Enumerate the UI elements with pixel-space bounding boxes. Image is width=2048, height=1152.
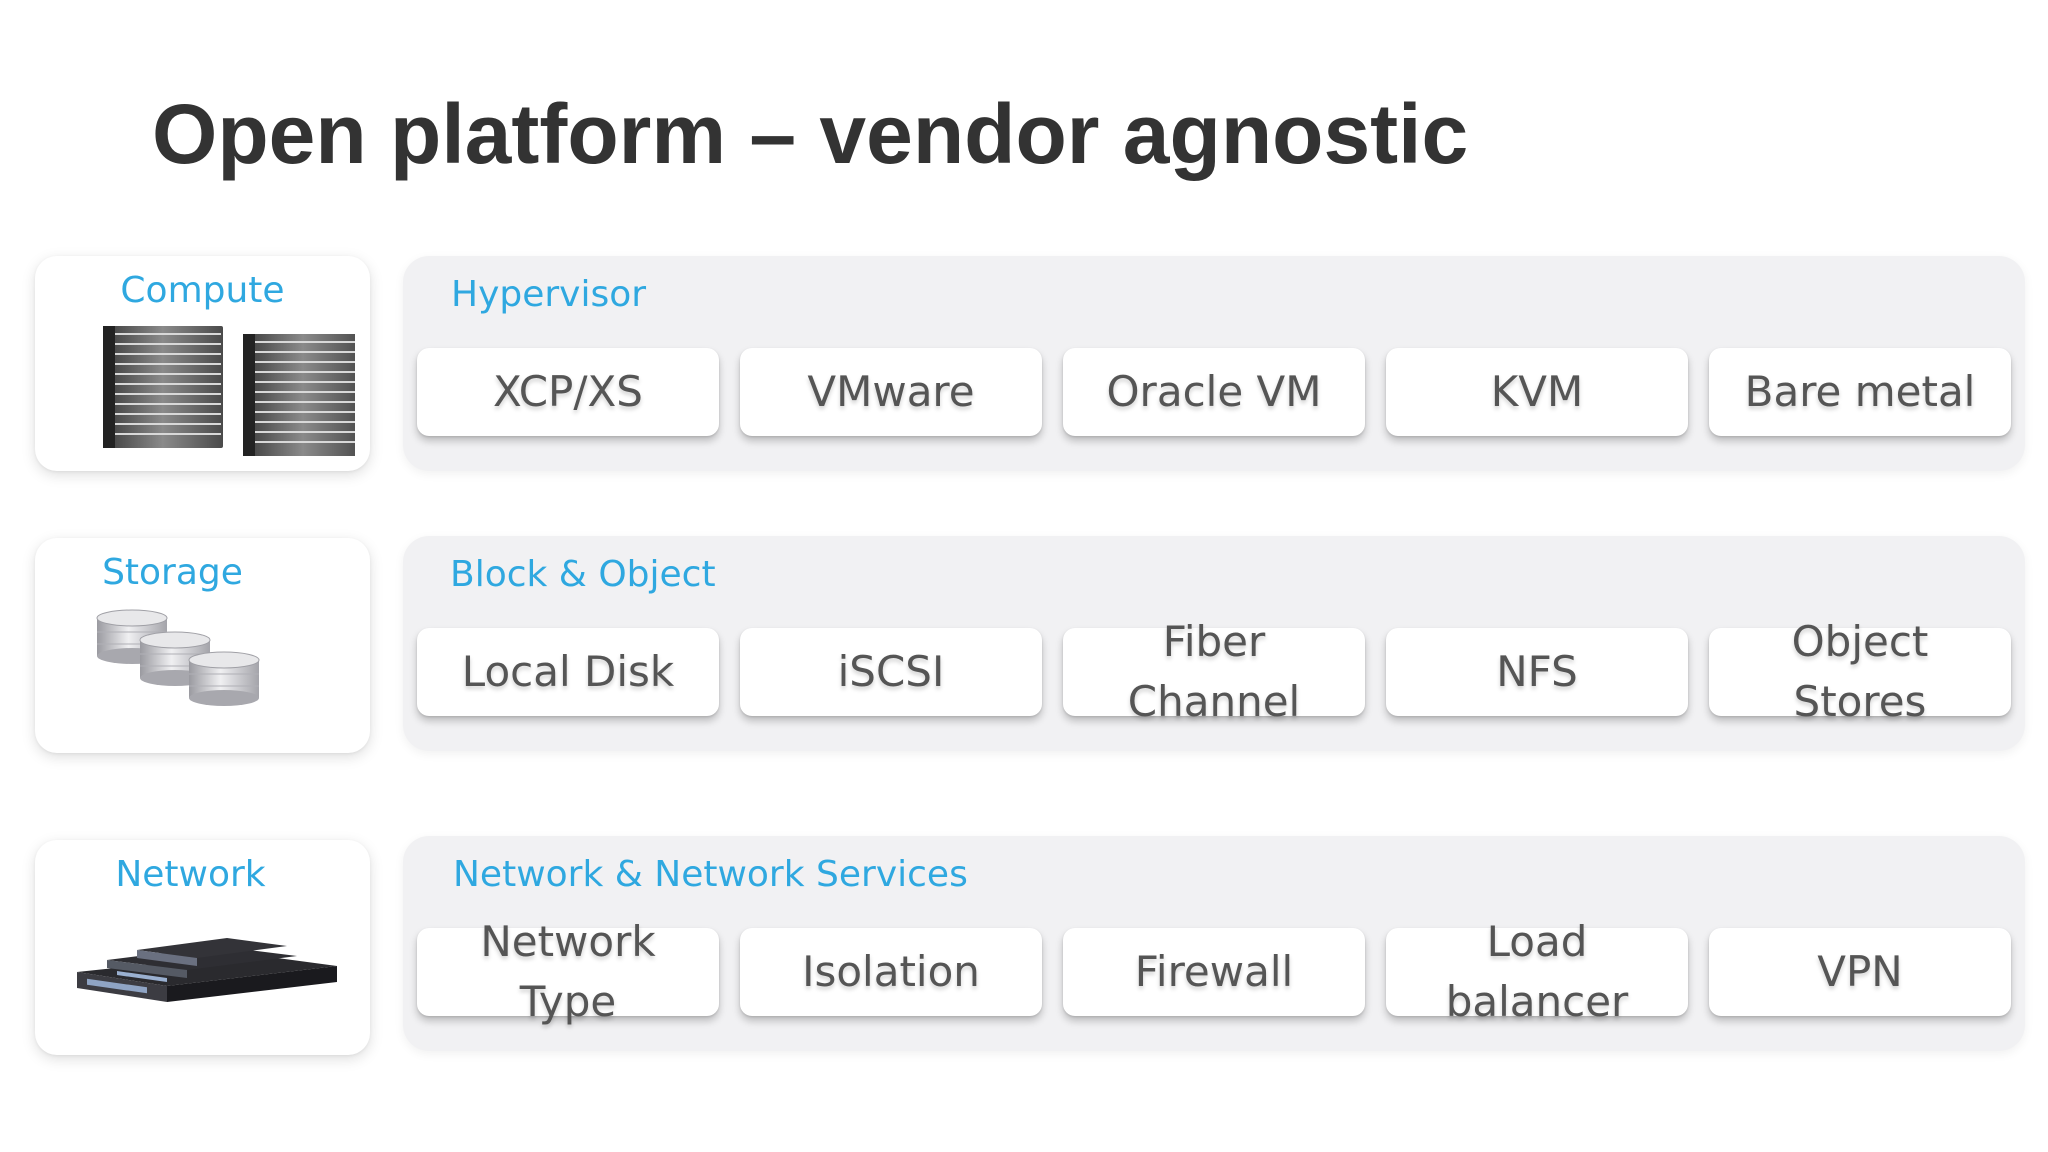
tile-nfs: NFS bbox=[1386, 628, 1688, 716]
tile-label: Firewall bbox=[1134, 947, 1294, 996]
block-object-title: Block & Object bbox=[450, 554, 716, 595]
hypervisor-tiles: XCP/XS VMware Oracle VM KVM Bare metal bbox=[417, 348, 2011, 436]
tile-label: Oracle VM bbox=[1106, 367, 1322, 416]
tile-xcp-xs: XCP/XS bbox=[417, 348, 719, 436]
tile-label: VPN bbox=[1817, 947, 1903, 996]
storage-card: Storage bbox=[35, 538, 370, 753]
tile-vmware: VMware bbox=[740, 348, 1042, 436]
tile-label: Local Disk bbox=[461, 647, 675, 696]
tile-network-type: Network Type bbox=[417, 917, 719, 1026]
tile-kvm: KVM bbox=[1386, 348, 1688, 436]
tile-iscsi: iSCSI bbox=[740, 628, 1042, 716]
network-card: Network bbox=[35, 840, 370, 1055]
tile-label: iSCSI bbox=[837, 647, 945, 696]
tile-label: KVM bbox=[1490, 367, 1584, 416]
storage-tiles: Local Disk iSCSI Fiber Channel NFS Objec… bbox=[417, 617, 2011, 726]
network-tiles: Network Type Isolation Firewall Load bal… bbox=[417, 917, 2011, 1026]
tile-local-disk: Local Disk bbox=[417, 628, 719, 716]
tile-label: Bare metal bbox=[1744, 367, 1976, 416]
tile-fiber-channel: Fiber Channel bbox=[1063, 617, 1365, 726]
tile-label: NFS bbox=[1496, 647, 1578, 696]
tile-load-balancer: Load balancer bbox=[1386, 917, 1688, 1026]
network-label: Network bbox=[115, 854, 266, 895]
storage-label: Storage bbox=[102, 552, 243, 593]
disk-stack-icon bbox=[95, 608, 265, 712]
network-appliance-icon bbox=[67, 932, 347, 1016]
tile-label: Object Stores bbox=[1791, 617, 1929, 726]
tile-object-stores: Object Stores bbox=[1709, 617, 2011, 726]
server-racks-icon bbox=[65, 318, 363, 462]
tile-isolation: Isolation bbox=[740, 928, 1042, 1016]
tile-label: Isolation bbox=[802, 947, 980, 996]
compute-card: Compute bbox=[35, 256, 370, 471]
tile-bare-metal: Bare metal bbox=[1709, 348, 2011, 436]
network-services-title: Network & Network Services bbox=[453, 854, 968, 895]
tile-label: Load balancer bbox=[1445, 917, 1629, 1026]
hypervisor-panel: Hypervisor XCP/XS VMware Oracle VM KVM B… bbox=[403, 256, 2025, 471]
block-object-panel: Block & Object Local Disk iSCSI Fiber Ch… bbox=[403, 536, 2025, 751]
tile-label: Network Type bbox=[480, 917, 656, 1026]
network-services-panel: Network & Network Services Network Type … bbox=[403, 836, 2025, 1051]
tile-vpn: VPN bbox=[1709, 928, 2011, 1016]
compute-label: Compute bbox=[120, 270, 285, 311]
tile-oracle-vm: Oracle VM bbox=[1063, 348, 1365, 436]
hypervisor-title: Hypervisor bbox=[451, 274, 647, 315]
tile-label: VMware bbox=[807, 367, 975, 416]
tile-label: XCP/XS bbox=[493, 367, 643, 416]
page-title: Open platform – vendor agnostic bbox=[152, 87, 1469, 181]
tile-label: Fiber Channel bbox=[1127, 617, 1301, 726]
tile-firewall: Firewall bbox=[1063, 928, 1365, 1016]
